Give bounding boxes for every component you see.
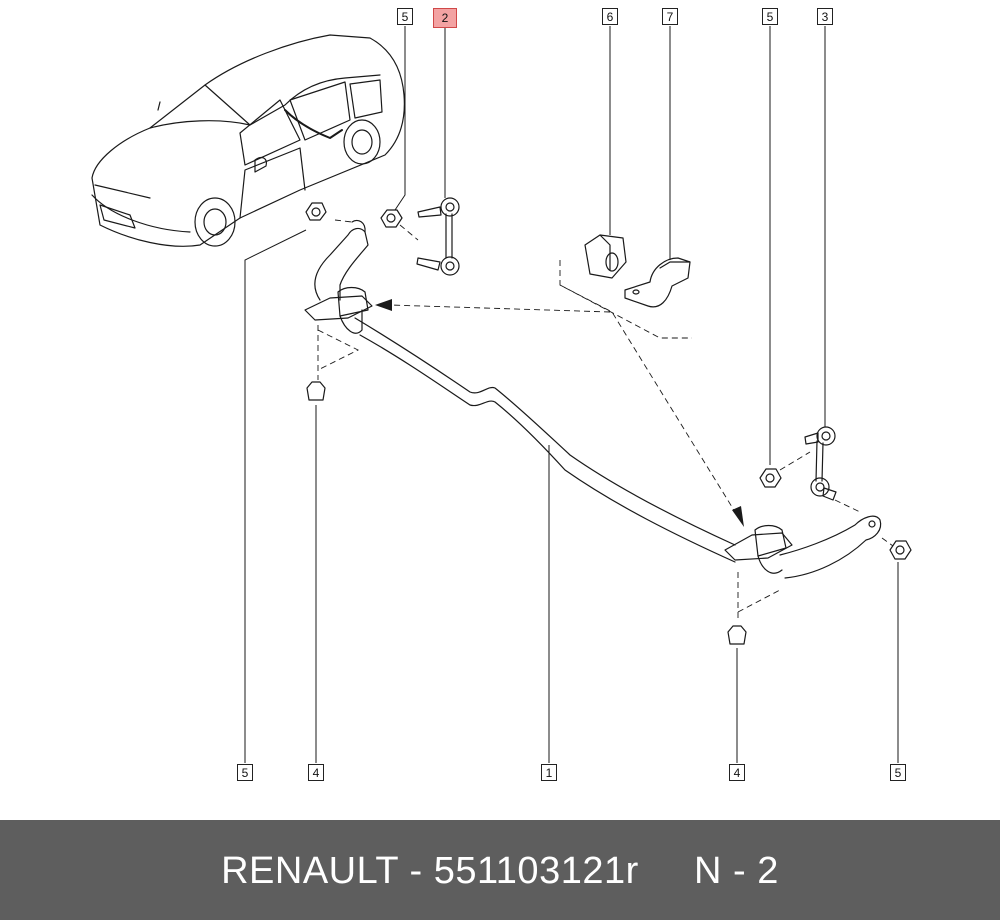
assembly-dashed-lines (317, 219, 894, 622)
link-rod-2 (416, 197, 460, 276)
callout-3-top: 3 (817, 8, 833, 25)
nut-4-right (727, 625, 747, 645)
callout-6-top: 6 (602, 8, 618, 25)
footer-bar: RENAULT - 551103121r N - 2 (0, 820, 1000, 920)
callout-5-bottom-left: 5 (237, 764, 253, 781)
callout-5-bottom-right: 5 (890, 764, 906, 781)
callout-4-bottom-left: 4 (308, 764, 324, 781)
callout-1-bottom: 1 (541, 764, 557, 781)
leader-lines (244, 26, 899, 763)
callout-2-highlighted: 2 (433, 8, 457, 28)
nut-5-top (380, 209, 403, 228)
footer-part-reference: RENAULT - 551103121r N - 2 (221, 850, 779, 892)
callout-5-top-left: 5 (397, 8, 413, 25)
nut-4-left (306, 381, 326, 401)
callout-4-bottom-right: 4 (729, 764, 745, 781)
nut-5-far-right (889, 540, 912, 560)
nut-5-right (759, 468, 782, 488)
nut-5-top-left (305, 202, 327, 221)
car-illustration (91, 34, 405, 247)
parts-diagram (91, 26, 912, 763)
bushing-6 (584, 234, 627, 279)
link-rod-3 (804, 426, 837, 501)
callout-5-top-right: 5 (762, 8, 778, 25)
stabilizer-left-end (304, 219, 736, 563)
clamp-7 (624, 257, 691, 308)
callout-7-top: 7 (662, 8, 678, 25)
stabilizer-right-end (724, 515, 882, 579)
